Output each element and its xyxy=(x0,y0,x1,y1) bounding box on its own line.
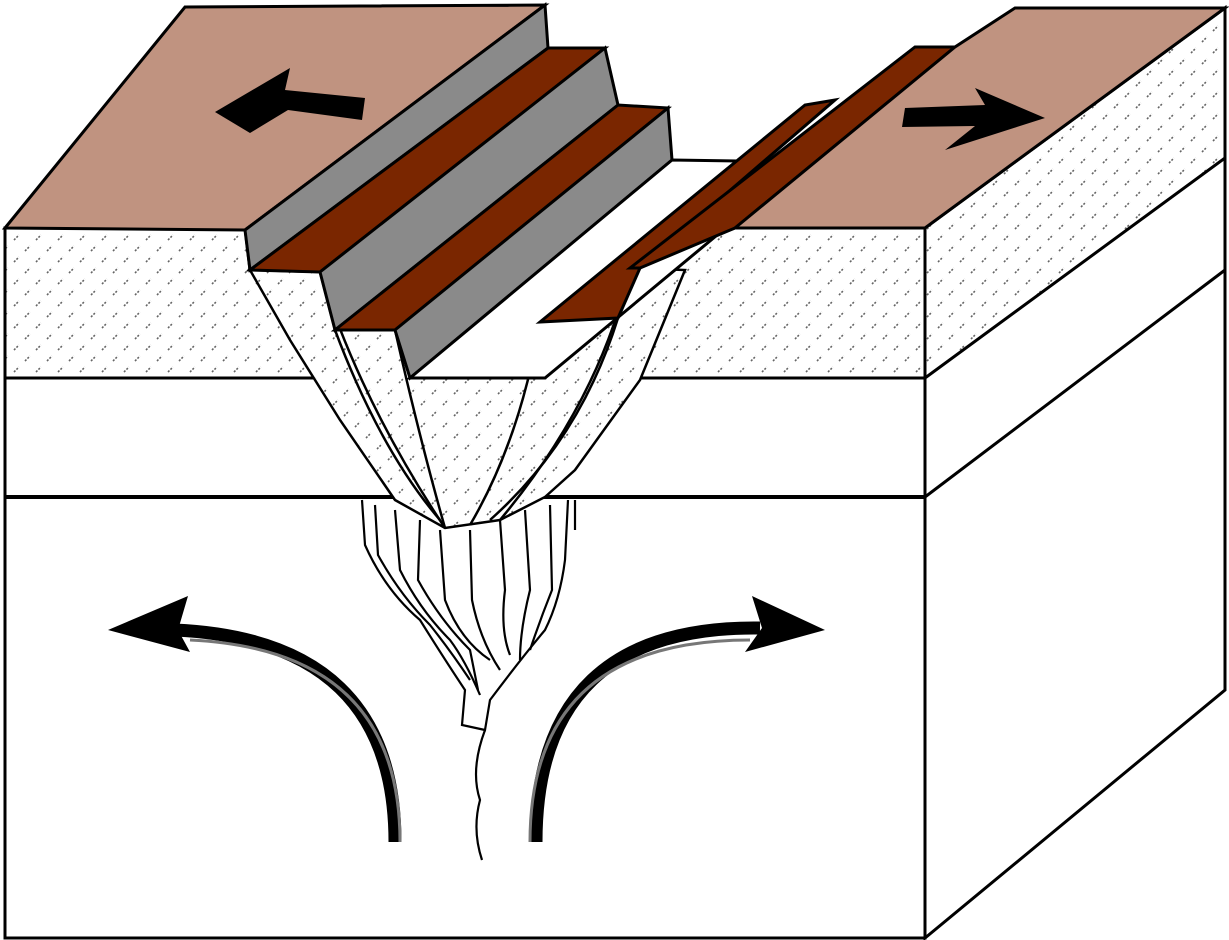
magma-roots xyxy=(360,499,577,861)
left-arrow-icon xyxy=(215,68,365,133)
left-arrow-shadow xyxy=(189,638,402,843)
right-convection-arrow xyxy=(529,621,761,843)
right-arrow-icon xyxy=(902,88,1045,150)
left-arrowhead-icon xyxy=(108,596,190,652)
side-layer-boundary xyxy=(924,268,1226,499)
right-arrow-shadow xyxy=(528,638,751,843)
right-arrowhead-icon xyxy=(745,596,825,652)
